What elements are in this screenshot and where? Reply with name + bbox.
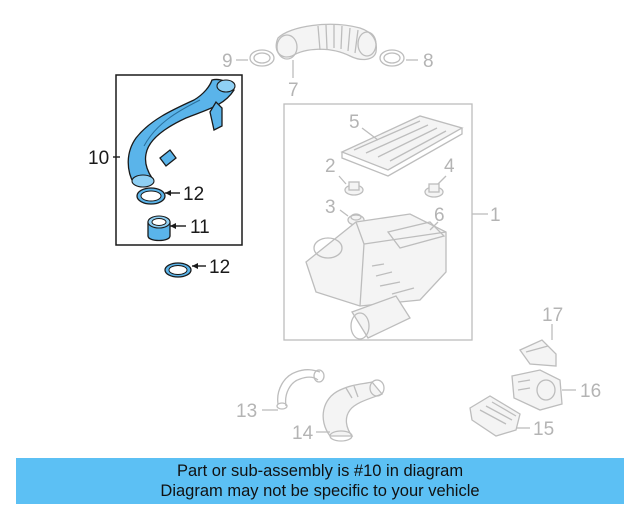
part-10-frame (115, 74, 243, 246)
part-9-clamp[interactable] (249, 49, 275, 67)
callout-8[interactable]: 8 (423, 51, 434, 72)
callout-11[interactable]: 11 (190, 217, 210, 238)
callout-5[interactable]: 5 (349, 112, 360, 133)
part-7-hose[interactable] (275, 23, 378, 61)
part-2-grommet[interactable] (344, 181, 364, 196)
leader-4 (437, 175, 447, 185)
leader-3 (339, 209, 349, 217)
part-6-air-cleaner[interactable] (305, 213, 447, 340)
part-3-grommet[interactable] (347, 213, 365, 226)
info-banner: Part or sub-assembly is #10 in diagram D… (16, 458, 624, 504)
callout-13[interactable]: 13 (236, 401, 257, 422)
part-11-coupler[interactable] (147, 215, 171, 242)
callout-17[interactable]: 17 (542, 305, 563, 326)
part-5-filter[interactable] (340, 115, 464, 177)
part-12-clamp-upper[interactable] (136, 187, 166, 205)
part-10-intake-tube[interactable] (127, 78, 236, 188)
part-16-part[interactable] (511, 369, 563, 411)
part-15-part[interactable] (469, 395, 521, 437)
callout-9[interactable]: 9 (222, 51, 233, 72)
callout-1[interactable]: 1 (490, 205, 501, 226)
callout-10[interactable]: 10 (88, 148, 109, 169)
leader-2 (338, 175, 347, 185)
callout-6[interactable]: 6 (434, 205, 445, 226)
banner-line-2: Diagram may not be specific to your vehi… (160, 482, 480, 500)
part-8-clamp[interactable] (379, 49, 405, 67)
part-13-hose[interactable] (276, 369, 325, 410)
callout-2[interactable]: 2 (325, 156, 336, 177)
leader-6 (429, 221, 439, 231)
part-17-part[interactable] (519, 339, 557, 367)
callout-7[interactable]: 7 (288, 80, 299, 101)
leader-5 (361, 127, 379, 141)
callout-14[interactable]: 14 (292, 423, 314, 444)
part-4-grommet[interactable] (424, 183, 444, 198)
callout-12-upper[interactable]: 12 (183, 184, 204, 205)
parts-diagram: 1 2 3 4 5 6 7 8 9 10 11 12 12 13 14 15 1… (88, 23, 601, 444)
assembly-frame (283, 103, 473, 341)
part-14-duct[interactable] (322, 379, 385, 442)
callout-4[interactable]: 4 (444, 156, 455, 177)
callout-16[interactable]: 16 (580, 381, 601, 402)
callout-3[interactable]: 3 (325, 197, 336, 218)
callout-15[interactable]: 15 (533, 419, 554, 440)
callout-12-lower[interactable]: 12 (209, 257, 230, 278)
part-12-clamp-lower[interactable] (164, 262, 192, 278)
banner-line-1: Part or sub-assembly is #10 in diagram (176, 462, 464, 480)
